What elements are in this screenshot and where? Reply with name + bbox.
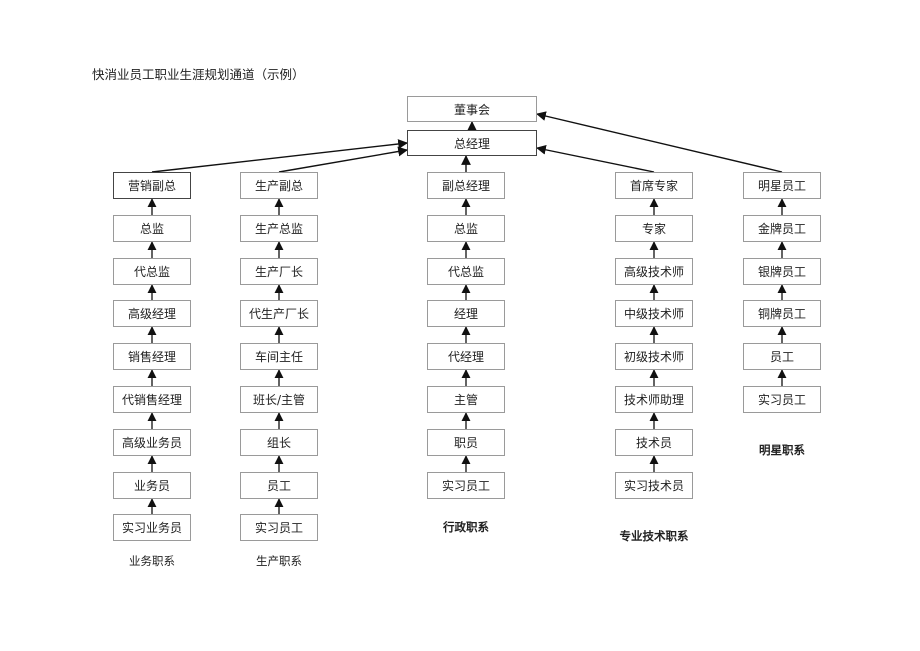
- node-admin-2: 代总监: [427, 258, 505, 285]
- arrow-sales-to-gm: [151, 139, 408, 173]
- node-production-5: 班长/主管: [240, 386, 318, 413]
- track-label-star: 明星职系: [759, 443, 805, 457]
- page-title: 快消业员工职业生涯规划通道（示例）: [92, 67, 305, 82]
- node-admin-5: 主管: [427, 386, 505, 413]
- node-tech-1: 专家: [615, 215, 693, 242]
- node-tech-3: 中级技术师: [615, 300, 693, 327]
- track-label-production: 生产职系: [256, 554, 302, 568]
- arrow-tech-to-gm: [536, 144, 655, 173]
- node-production-2: 生产厂长: [240, 258, 318, 285]
- node-general-manager: 总经理: [407, 130, 537, 156]
- node-production-6: 组长: [240, 429, 318, 456]
- node-star-2: 银牌员工: [743, 258, 821, 285]
- node-admin-6: 职员: [427, 429, 505, 456]
- node-production-3: 代生产厂长: [240, 300, 318, 327]
- node-sales-0: 营销副总: [113, 172, 191, 199]
- track-label-sales: 业务职系: [129, 554, 175, 568]
- node-sales-8: 实习业务员: [113, 514, 191, 541]
- node-sales-2: 代总监: [113, 258, 191, 285]
- node-production-4: 车间主任: [240, 343, 318, 370]
- node-sales-6: 高级业务员: [113, 429, 191, 456]
- node-sales-5: 代销售经理: [113, 386, 191, 413]
- node-tech-5: 技术师助理: [615, 386, 693, 413]
- node-board: 董事会: [407, 96, 537, 122]
- node-tech-0: 首席专家: [615, 172, 693, 199]
- arrow-star-to-board: [536, 111, 783, 173]
- node-admin-1: 总监: [427, 215, 505, 242]
- track-label-tech: 专业技术职系: [619, 529, 689, 543]
- node-production-1: 生产总监: [240, 215, 318, 242]
- node-star-3: 铜牌员工: [743, 300, 821, 327]
- track-label-admin: 行政职系: [443, 520, 489, 534]
- node-star-0: 明星员工: [743, 172, 821, 199]
- node-sales-1: 总监: [113, 215, 191, 242]
- node-admin-4: 代经理: [427, 343, 505, 370]
- node-admin-0: 副总经理: [427, 172, 505, 199]
- node-sales-3: 高级经理: [113, 300, 191, 327]
- node-admin-7: 实习员工: [427, 472, 505, 499]
- node-tech-2: 高级技术师: [615, 258, 693, 285]
- node-sales-7: 业务员: [113, 472, 191, 499]
- node-admin-3: 经理: [427, 300, 505, 327]
- node-tech-4: 初级技术师: [615, 343, 693, 370]
- node-sales-4: 销售经理: [113, 343, 191, 370]
- node-star-1: 金牌员工: [743, 215, 821, 242]
- arrow-production-to-gm: [278, 146, 408, 173]
- node-tech-6: 技术员: [615, 429, 693, 456]
- node-production-7: 员工: [240, 472, 318, 499]
- node-production-0: 生产副总: [240, 172, 318, 199]
- node-production-8: 实习员工: [240, 514, 318, 541]
- node-tech-7: 实习技术员: [615, 472, 693, 499]
- node-star-5: 实习员工: [743, 386, 821, 413]
- node-star-4: 员工: [743, 343, 821, 370]
